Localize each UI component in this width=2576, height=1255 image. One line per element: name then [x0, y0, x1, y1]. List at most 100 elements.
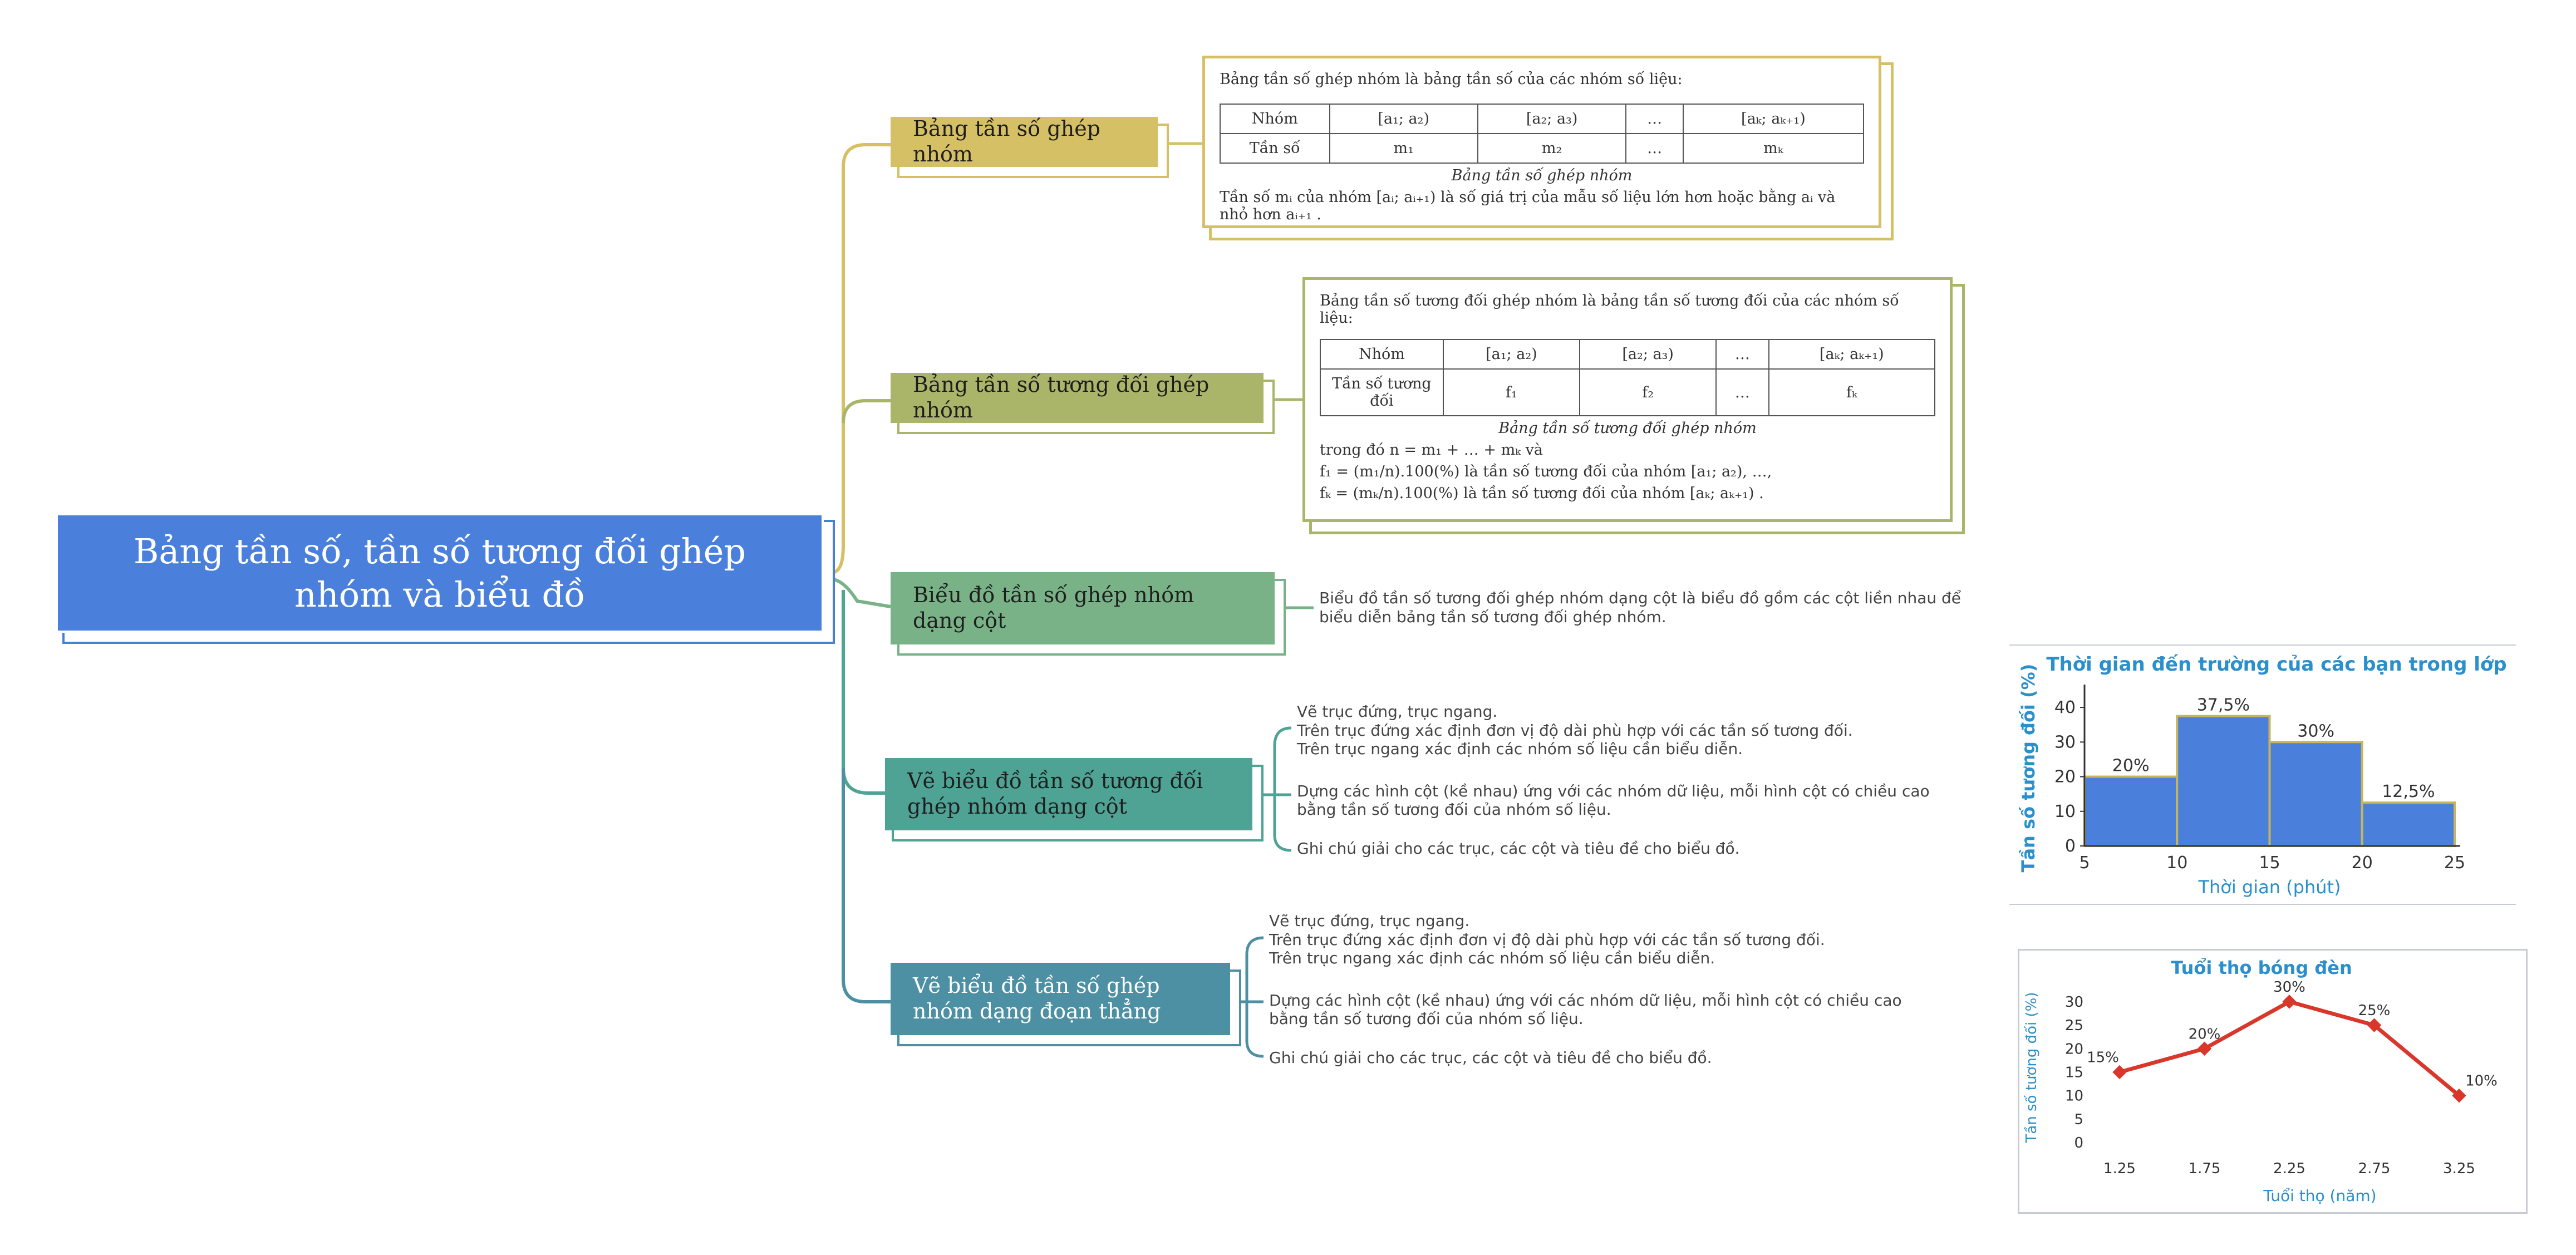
panel-frequency-table: Bảng tần số ghép nhóm là bảng tần số của…	[1202, 56, 1881, 228]
panel-relative-frequency-table: Bảng tần số tương đối ghép nhóm là bảng …	[1302, 277, 1953, 522]
connector-trunk-2	[842, 399, 891, 424]
step-bars: Dựng các hình cột (kề nhau) ứng với các …	[1269, 991, 1902, 1028]
branch-relative-frequency-table-label: Bảng tần số tương đối ghép nhóm	[913, 372, 1210, 422]
table-cell: …	[1625, 104, 1684, 134]
y-tick-label: 5	[2074, 1111, 2083, 1128]
y-tick-label: 15	[2065, 1064, 2083, 1081]
point-data-label: 10%	[2465, 1073, 2498, 1090]
table-cell: [aₖ; aₖ₊₁)	[1682, 104, 1865, 134]
connector-trunk-3	[829, 577, 891, 608]
frequency-table: Nhóm [a₁; a₂) [a₂; a₃) … [aₖ; aₖ₊₁) Tần …	[1220, 104, 1865, 164]
branch-column-chart[interactable]: Biểu đồ tần số ghép nhóm dạng cột	[891, 572, 1275, 644]
connector-trunk-5	[842, 768, 891, 1003]
branch-column-chart-label: Biểu đồ tần số ghép nhóm dạng cột	[913, 583, 1194, 633]
series-point	[2452, 1088, 2466, 1103]
bar-data-label: 12,5%	[2382, 782, 2435, 801]
step-axes: Vẽ trục đứng, trục ngang. Trên trục đứng…	[1297, 702, 1853, 759]
table-cell: m₂	[1477, 133, 1627, 164]
branch-relative-frequency-table[interactable]: Bảng tần số tương đối ghép nhóm	[891, 372, 1264, 423]
histogram-bar	[2268, 741, 2363, 847]
x-axis-label: Tuổi thọ (năm)	[2263, 1187, 2376, 1205]
branch-frequency-table-label: Bảng tần số ghép nhóm	[913, 116, 1101, 166]
x-tick-label: 1.75	[2189, 1160, 2221, 1177]
y-tick-label: 0	[2065, 836, 2076, 856]
branch-draw-column-chart[interactable]: Vẽ biểu đồ tần số tương đối ghép nhóm dạ…	[885, 758, 1252, 830]
bar-data-label: 37,5%	[2197, 696, 2250, 715]
steps-line-chart: Vẽ trục đứng, trục ngang. Trên trục đứng…	[1269, 912, 1926, 1067]
histogram-bar	[2083, 775, 2179, 847]
table-row: Nhóm [a₁; a₂) [a₂; a₃) … [aₖ; aₖ₊₁)	[1320, 339, 1936, 370]
panel-frequency-table-lead: Bảng tần số ghép nhóm là bảng tần số của…	[1220, 71, 1683, 88]
y-tick-label: 10	[2054, 802, 2076, 821]
relative-frequency-table-caption: Bảng tần số tương đối ghép nhóm	[1498, 420, 1757, 437]
x-tick-label: 1.25	[2103, 1160, 2136, 1177]
table-row: Nhóm [a₁; a₂) [a₂; a₃) … [aₖ; aₖ₊₁)	[1220, 104, 1865, 134]
frequency-table-caption: Bảng tần số ghép nhóm	[1451, 167, 1633, 184]
table-cell: fₖ	[1768, 368, 1936, 416]
table-cell: Tần số	[1220, 133, 1330, 164]
x-tick-label: 3.25	[2443, 1160, 2475, 1177]
branch-draw-line-chart-label: Vẽ biểu đồ tần số ghép nhóm dạng đoạn th…	[913, 973, 1161, 1023]
steps-column-chart: Vẽ trục đứng, trục ngang. Trên trục đứng…	[1297, 702, 1954, 858]
chart-title: Tuổi thọ bóng đèn	[2171, 957, 2352, 978]
table-cell: [aₖ; aₖ₊₁)	[1768, 339, 1936, 370]
root-topic-label: Bảng tần số, tần số tương đối ghép nhóm …	[133, 531, 746, 615]
step-axes: Vẽ trục đứng, trục ngang. Trên trục đứng…	[1269, 912, 1825, 968]
bar-data-label: 30%	[2297, 721, 2334, 741]
y-tick-label: 30	[2065, 994, 2083, 1011]
chart-title: Thời gian đến trường của các bạn trong l…	[2046, 653, 2506, 676]
histogram-bar	[2176, 715, 2271, 847]
table-cell: f₂	[1579, 368, 1717, 416]
column-chart-definition: Biểu đồ tần số tương đối ghép nhóm dạng …	[1319, 589, 1962, 626]
branch-frequency-table[interactable]: Bảng tần số ghép nhóm	[891, 116, 1158, 167]
table-cell: Tần số tương đối	[1320, 368, 1444, 416]
y-tick-label: 30	[2054, 732, 2076, 752]
y-tick-label: 10	[2065, 1088, 2083, 1105]
step-bars: Dựng các hình cột (kề nhau) ứng với các …	[1297, 781, 1930, 819]
histogram-svg: Thời gian đến trường của các bạn trong l…	[2009, 644, 2516, 905]
x-tick-label: 15	[2259, 853, 2280, 873]
branch-draw-line-chart[interactable]: Vẽ biểu đồ tần số ghép nhóm dạng đoạn th…	[891, 963, 1230, 1035]
y-tick-label: 25	[2065, 1017, 2083, 1034]
table-cell: …	[1715, 339, 1769, 370]
y-axis-label: Tần số tương đối (%)	[2018, 664, 2039, 873]
y-tick-label: 20	[2054, 767, 2076, 787]
connector-trunk-1	[829, 143, 891, 575]
step-labels: Ghi chú giải cho các trục, các cột và ti…	[1269, 1048, 1712, 1067]
connector-trunk-4	[842, 590, 891, 795]
point-data-label: 30%	[2273, 979, 2305, 996]
y-tick-label: 20	[2065, 1041, 2083, 1057]
series-line	[2119, 1000, 2461, 1097]
root-topic[interactable]: Bảng tần số, tần số tương đối ghép nhóm …	[56, 513, 824, 633]
table-cell: [a₂; a₃)	[1579, 339, 1717, 370]
step-labels: Ghi chú giải cho các trục, các cột và ti…	[1297, 839, 1740, 858]
table-cell: [a₁; a₂)	[1329, 104, 1478, 134]
table-cell: mₖ	[1682, 133, 1865, 164]
histogram-bar	[2361, 801, 2456, 848]
branch-draw-column-chart-label: Vẽ biểu đồ tần số tương đối ghép nhóm dạ…	[907, 769, 1203, 819]
table-row: Tần số m₁ m₂ … mₖ	[1220, 133, 1865, 164]
formula-first: f₁ = (m₁/n).100(%) là tần số tương đối c…	[1320, 463, 1772, 480]
histogram-chart: Thời gian đến trường của các bạn trong l…	[2009, 643, 2516, 907]
y-tick-label: 0	[2074, 1135, 2083, 1151]
table-cell: Nhóm	[1220, 104, 1330, 134]
x-tick-label: 2.25	[2273, 1160, 2305, 1177]
x-tick-label: 2.75	[2358, 1160, 2391, 1177]
table-cell: …	[1625, 133, 1684, 164]
table-cell: [a₂; a₃)	[1477, 104, 1627, 134]
x-tick-label: 5	[2079, 853, 2090, 873]
table-cell: Nhóm	[1320, 339, 1444, 370]
table-cell: …	[1715, 368, 1769, 416]
frequency-table-note: Tần số mᵢ của nhóm [aᵢ; aᵢ₊₁) là số giá …	[1220, 189, 1836, 223]
table-cell: m₁	[1329, 133, 1478, 164]
table-cell: f₁	[1442, 368, 1581, 416]
series-point	[2367, 1018, 2382, 1032]
y-axis-label: Tần số tương đối (%)	[2023, 992, 2040, 1144]
table-cell: [a₁; a₂)	[1442, 339, 1581, 370]
point-data-label: 25%	[2358, 1002, 2391, 1019]
bar-data-label: 20%	[2112, 756, 2150, 776]
x-axis-label: Thời gian (phút)	[2198, 877, 2341, 898]
panel-relative-frequency-table-lead: Bảng tần số tương đối ghép nhóm là bảng …	[1320, 292, 1899, 327]
